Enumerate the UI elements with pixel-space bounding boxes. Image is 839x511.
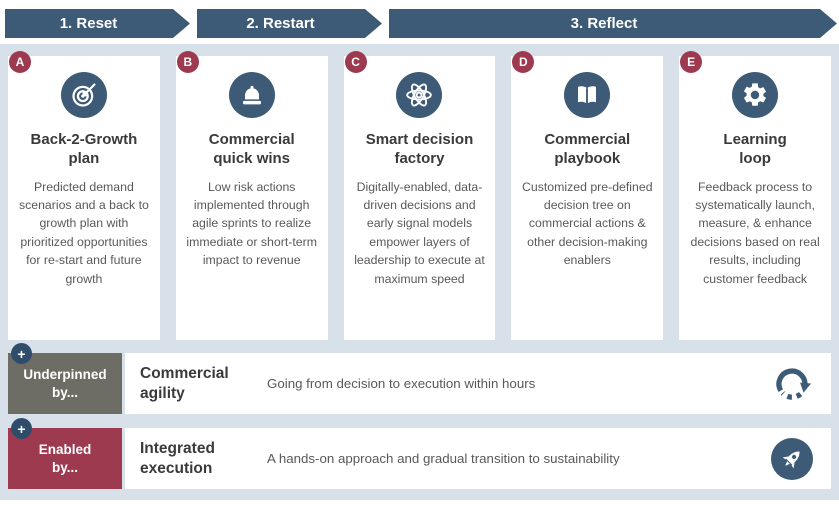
underpinned-by-content: Commercial agility Going from decision t… <box>125 353 831 414</box>
underpinned-by-label: Underpinned by... <box>8 353 122 414</box>
badge-d: D <box>512 51 535 73</box>
card-title: Back-2-Growth plan <box>30 131 138 167</box>
bell-icon <box>228 72 275 118</box>
phase-chevron-restart: 2. Restart <box>197 9 382 38</box>
card-title: Learning loop <box>723 131 787 167</box>
gear-icon <box>732 72 779 118</box>
badge-b: B <box>176 51 199 73</box>
plus-icon: + <box>11 418 32 439</box>
phase-label: 3. Reflect <box>570 15 638 32</box>
phase-label: 2. Restart <box>246 15 315 32</box>
atom-icon <box>396 72 443 118</box>
row-text: A hands-on approach and gradual transiti… <box>267 451 620 466</box>
rocket-icon <box>771 437 813 480</box>
badge-c: C <box>344 51 367 73</box>
enabled-by-label: Enabled by... <box>8 428 122 489</box>
row-heading: Commercial agility <box>140 365 229 402</box>
card-body: Feedback process to systematically launc… <box>690 179 820 286</box>
card-commercial-playbook: D Commercial playbook Customized pre-def… <box>511 51 664 340</box>
row-text: Going from decision to execution within … <box>267 376 536 391</box>
card-back-2-growth-plan: A Back-2-Growth plan Predicted demand sc… <box>8 51 160 340</box>
card-body: Low risk actions implemented through agi… <box>186 179 317 268</box>
card-commercial-quick-wins: B Commercial quick wins Low risk actions… <box>175 51 328 340</box>
row-heading: Integrated execution <box>140 440 215 477</box>
process-header: 1. Reset 2. Restart 3. Reflect <box>5 9 837 38</box>
enabled-by-content: Integrated execution A hands-on approach… <box>125 428 831 489</box>
card-body: Predicted demand scenarios and a back to… <box>18 179 149 286</box>
phase-chevron-reflect: 3. Reflect <box>389 9 837 38</box>
badge-a: A <box>9 51 31 73</box>
card-row: A Back-2-Growth plan Predicted demand sc… <box>8 51 831 340</box>
card-title: Commercial quick wins <box>208 131 295 167</box>
card-smart-decision-factory: C Smart decision factory Digitally-enabl… <box>343 51 496 340</box>
cycle-refresh-icon <box>771 363 813 405</box>
badge-e: E <box>680 51 703 73</box>
phase-label: 1. Reset <box>59 15 118 32</box>
enabled-by-row: + Enabled by... Integrated execution A h… <box>8 418 831 489</box>
card-body: Customized pre-defined decision tree on … <box>522 179 653 268</box>
underpinned-by-row: + Underpinned by... Commercial agility G… <box>8 343 831 414</box>
target-icon <box>60 72 107 118</box>
card-title: Smart decision factory <box>365 131 474 167</box>
card-body: Digitally-enabled, data-driven decisions… <box>354 179 485 286</box>
card-learning-loop: E Learning loop Feedback process to syst… <box>679 51 831 340</box>
plus-icon: + <box>11 343 32 364</box>
open-book-icon <box>564 72 611 118</box>
card-title: Commercial playbook <box>544 131 631 167</box>
phase-chevron-reset: 1. Reset <box>5 9 190 38</box>
